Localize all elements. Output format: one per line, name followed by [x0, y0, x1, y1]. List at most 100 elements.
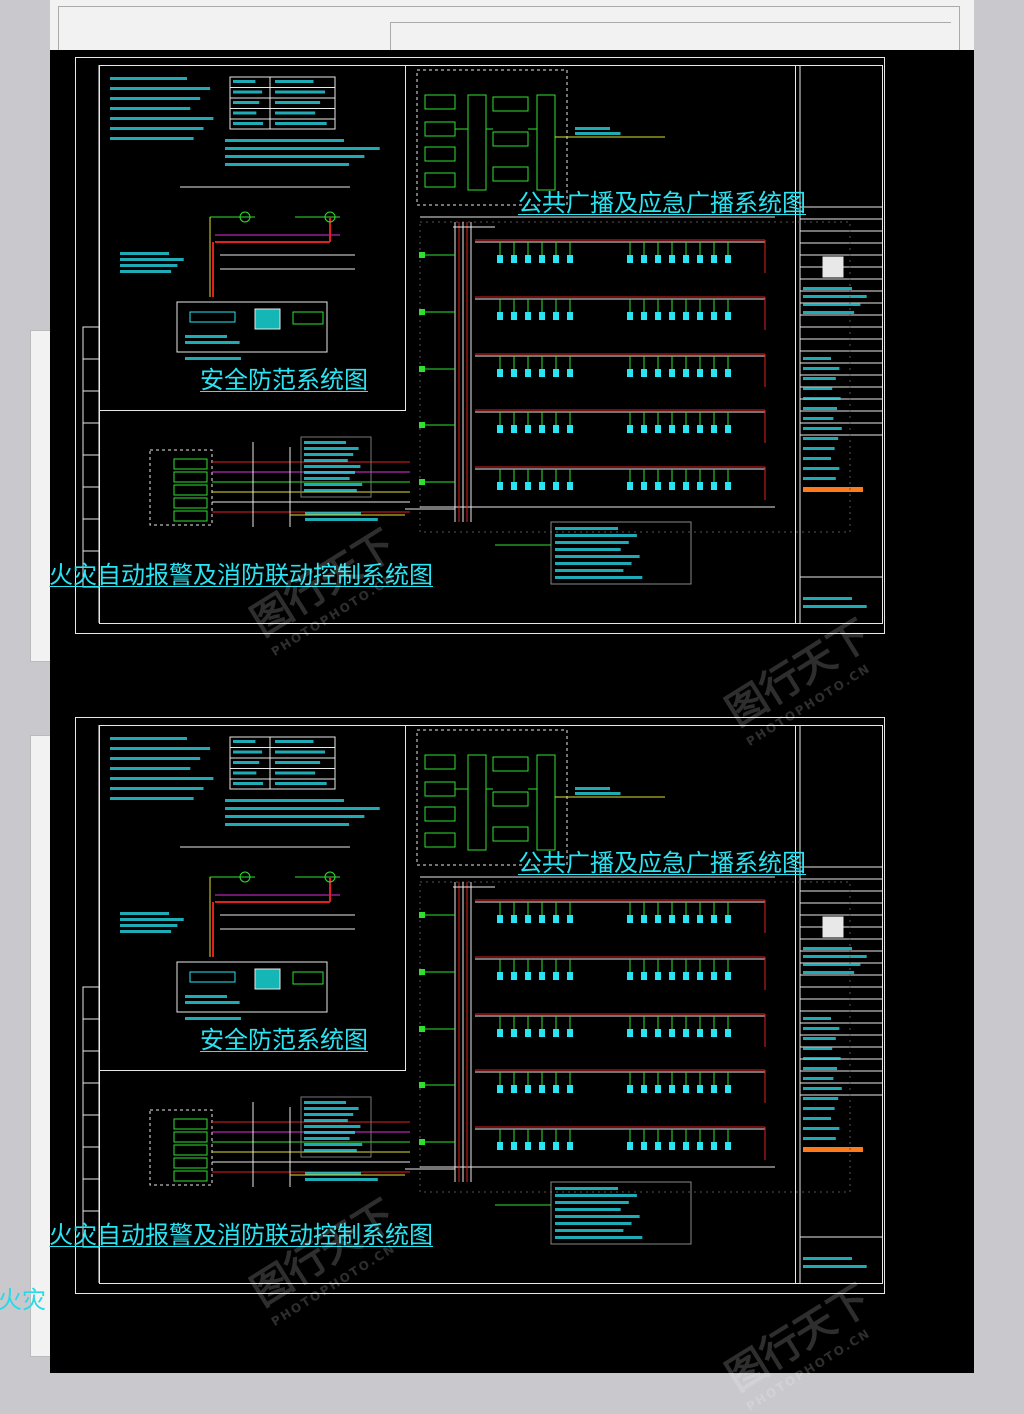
pa-source-block [424, 754, 456, 770]
speaker-symbol [511, 312, 517, 320]
pa-mixer-block [467, 754, 487, 851]
speaker-symbol [511, 369, 517, 377]
speaker-symbol [553, 482, 559, 490]
speaker-symbol [567, 255, 573, 263]
speaker-symbol [627, 312, 633, 320]
speaker-symbol [683, 915, 689, 923]
design-notes-text [110, 97, 201, 100]
speaker-symbol [683, 1142, 689, 1150]
fire-device-text [304, 1143, 363, 1146]
notes-table-text [275, 771, 316, 775]
notes-table [229, 736, 336, 790]
speaker-symbol [683, 255, 689, 263]
speaker-symbol [641, 482, 647, 490]
public-address-system-title: 公共广播及应急广播系统图 [518, 849, 806, 877]
title-block-text [803, 605, 867, 608]
title-block-text [803, 1037, 836, 1040]
speaker-symbol [553, 1085, 559, 1093]
pa-trunk-label [575, 132, 621, 135]
title-block-text [803, 1127, 840, 1130]
pa-source-block [424, 172, 456, 188]
sheet-linework [75, 717, 885, 1294]
speaker-symbol [525, 369, 531, 377]
pa-amplifier-block [492, 756, 529, 772]
title-block-text [803, 407, 837, 410]
pa-source-block [424, 146, 456, 162]
fire-device-list [300, 436, 372, 498]
floor-node [419, 969, 425, 975]
speaker-symbol [725, 312, 731, 320]
speaker-symbol [525, 1085, 531, 1093]
riser-area [419, 221, 851, 533]
speaker-symbol [627, 1029, 633, 1037]
design-notes-text [225, 139, 344, 142]
company-name-line [803, 295, 867, 298]
monitoring-console [176, 301, 328, 353]
speaker-symbol [627, 972, 633, 980]
title-block-text [803, 387, 833, 390]
title-block-text [803, 1057, 841, 1060]
notes-table [229, 76, 336, 130]
fire-device-text [304, 1131, 355, 1134]
speaker-symbol [697, 1029, 703, 1037]
speaker-symbol [641, 369, 647, 377]
title-block [795, 65, 883, 624]
speaker-symbol [669, 482, 675, 490]
speaker-symbol [627, 1142, 633, 1150]
fire-device-text [304, 1149, 357, 1152]
drawing-name-label [803, 487, 863, 492]
fire-control-module [173, 484, 208, 496]
pa-amplifier-block [492, 96, 529, 112]
pa-legend-frame [550, 1181, 692, 1245]
speaker-symbol [497, 482, 503, 490]
speaker-symbol [553, 1029, 559, 1037]
fire-device-list [300, 1096, 372, 1158]
speaker-symbol [697, 425, 703, 433]
speaker-symbol [641, 915, 647, 923]
speaker-symbol [683, 972, 689, 980]
speaker-symbol [655, 482, 661, 490]
company-name-line [803, 955, 867, 958]
notes-table-text [233, 111, 257, 115]
speaker-symbol [525, 1142, 531, 1150]
speaker-symbol [697, 312, 703, 320]
drawing-name-label [803, 1147, 863, 1152]
pa-legend-text [555, 1194, 637, 1197]
speaker-symbol [641, 1142, 647, 1150]
camera-symbol [239, 211, 251, 223]
floor-node [419, 479, 425, 485]
title-block-text [803, 437, 839, 440]
pa-equipment-frame [416, 729, 568, 866]
fire-cable-text [305, 1178, 378, 1181]
speaker-symbol [567, 369, 573, 377]
pa-legend-text [555, 569, 624, 572]
design-notes-text [110, 87, 211, 90]
fire-device-text [304, 447, 359, 450]
title-block-text [803, 1107, 835, 1110]
speaker-symbol [497, 425, 503, 433]
speaker-symbol [511, 915, 517, 923]
pa-legend-text [555, 527, 618, 530]
speaker-symbol [641, 312, 647, 320]
company-name-line [803, 287, 852, 290]
title-block-text [803, 1257, 852, 1260]
speaker-symbol [655, 915, 661, 923]
speaker-symbol [697, 1142, 703, 1150]
speaker-symbol [539, 1142, 545, 1150]
fire-device-text [304, 441, 346, 444]
speaker-symbol [725, 425, 731, 433]
speaker-symbol [511, 1085, 517, 1093]
notes-table-text [275, 80, 314, 83]
floor-node [419, 309, 425, 315]
speaker-symbol [669, 369, 675, 377]
speaker-symbol [497, 369, 503, 377]
pa-zone-selector [536, 94, 556, 191]
fire-control-module [173, 1170, 208, 1182]
speaker-symbol [567, 425, 573, 433]
left-stamp-column [82, 326, 100, 588]
pa-legend-text [555, 534, 637, 537]
drawing-canvas: 安全防范系统图 公共广播及应急广播系统图 火灾自动报警及消防联动控制系统图 安全… [49, 50, 974, 1414]
fire-device-text [304, 1107, 359, 1110]
fire-device-text [304, 483, 363, 486]
speaker-symbol [669, 972, 675, 980]
